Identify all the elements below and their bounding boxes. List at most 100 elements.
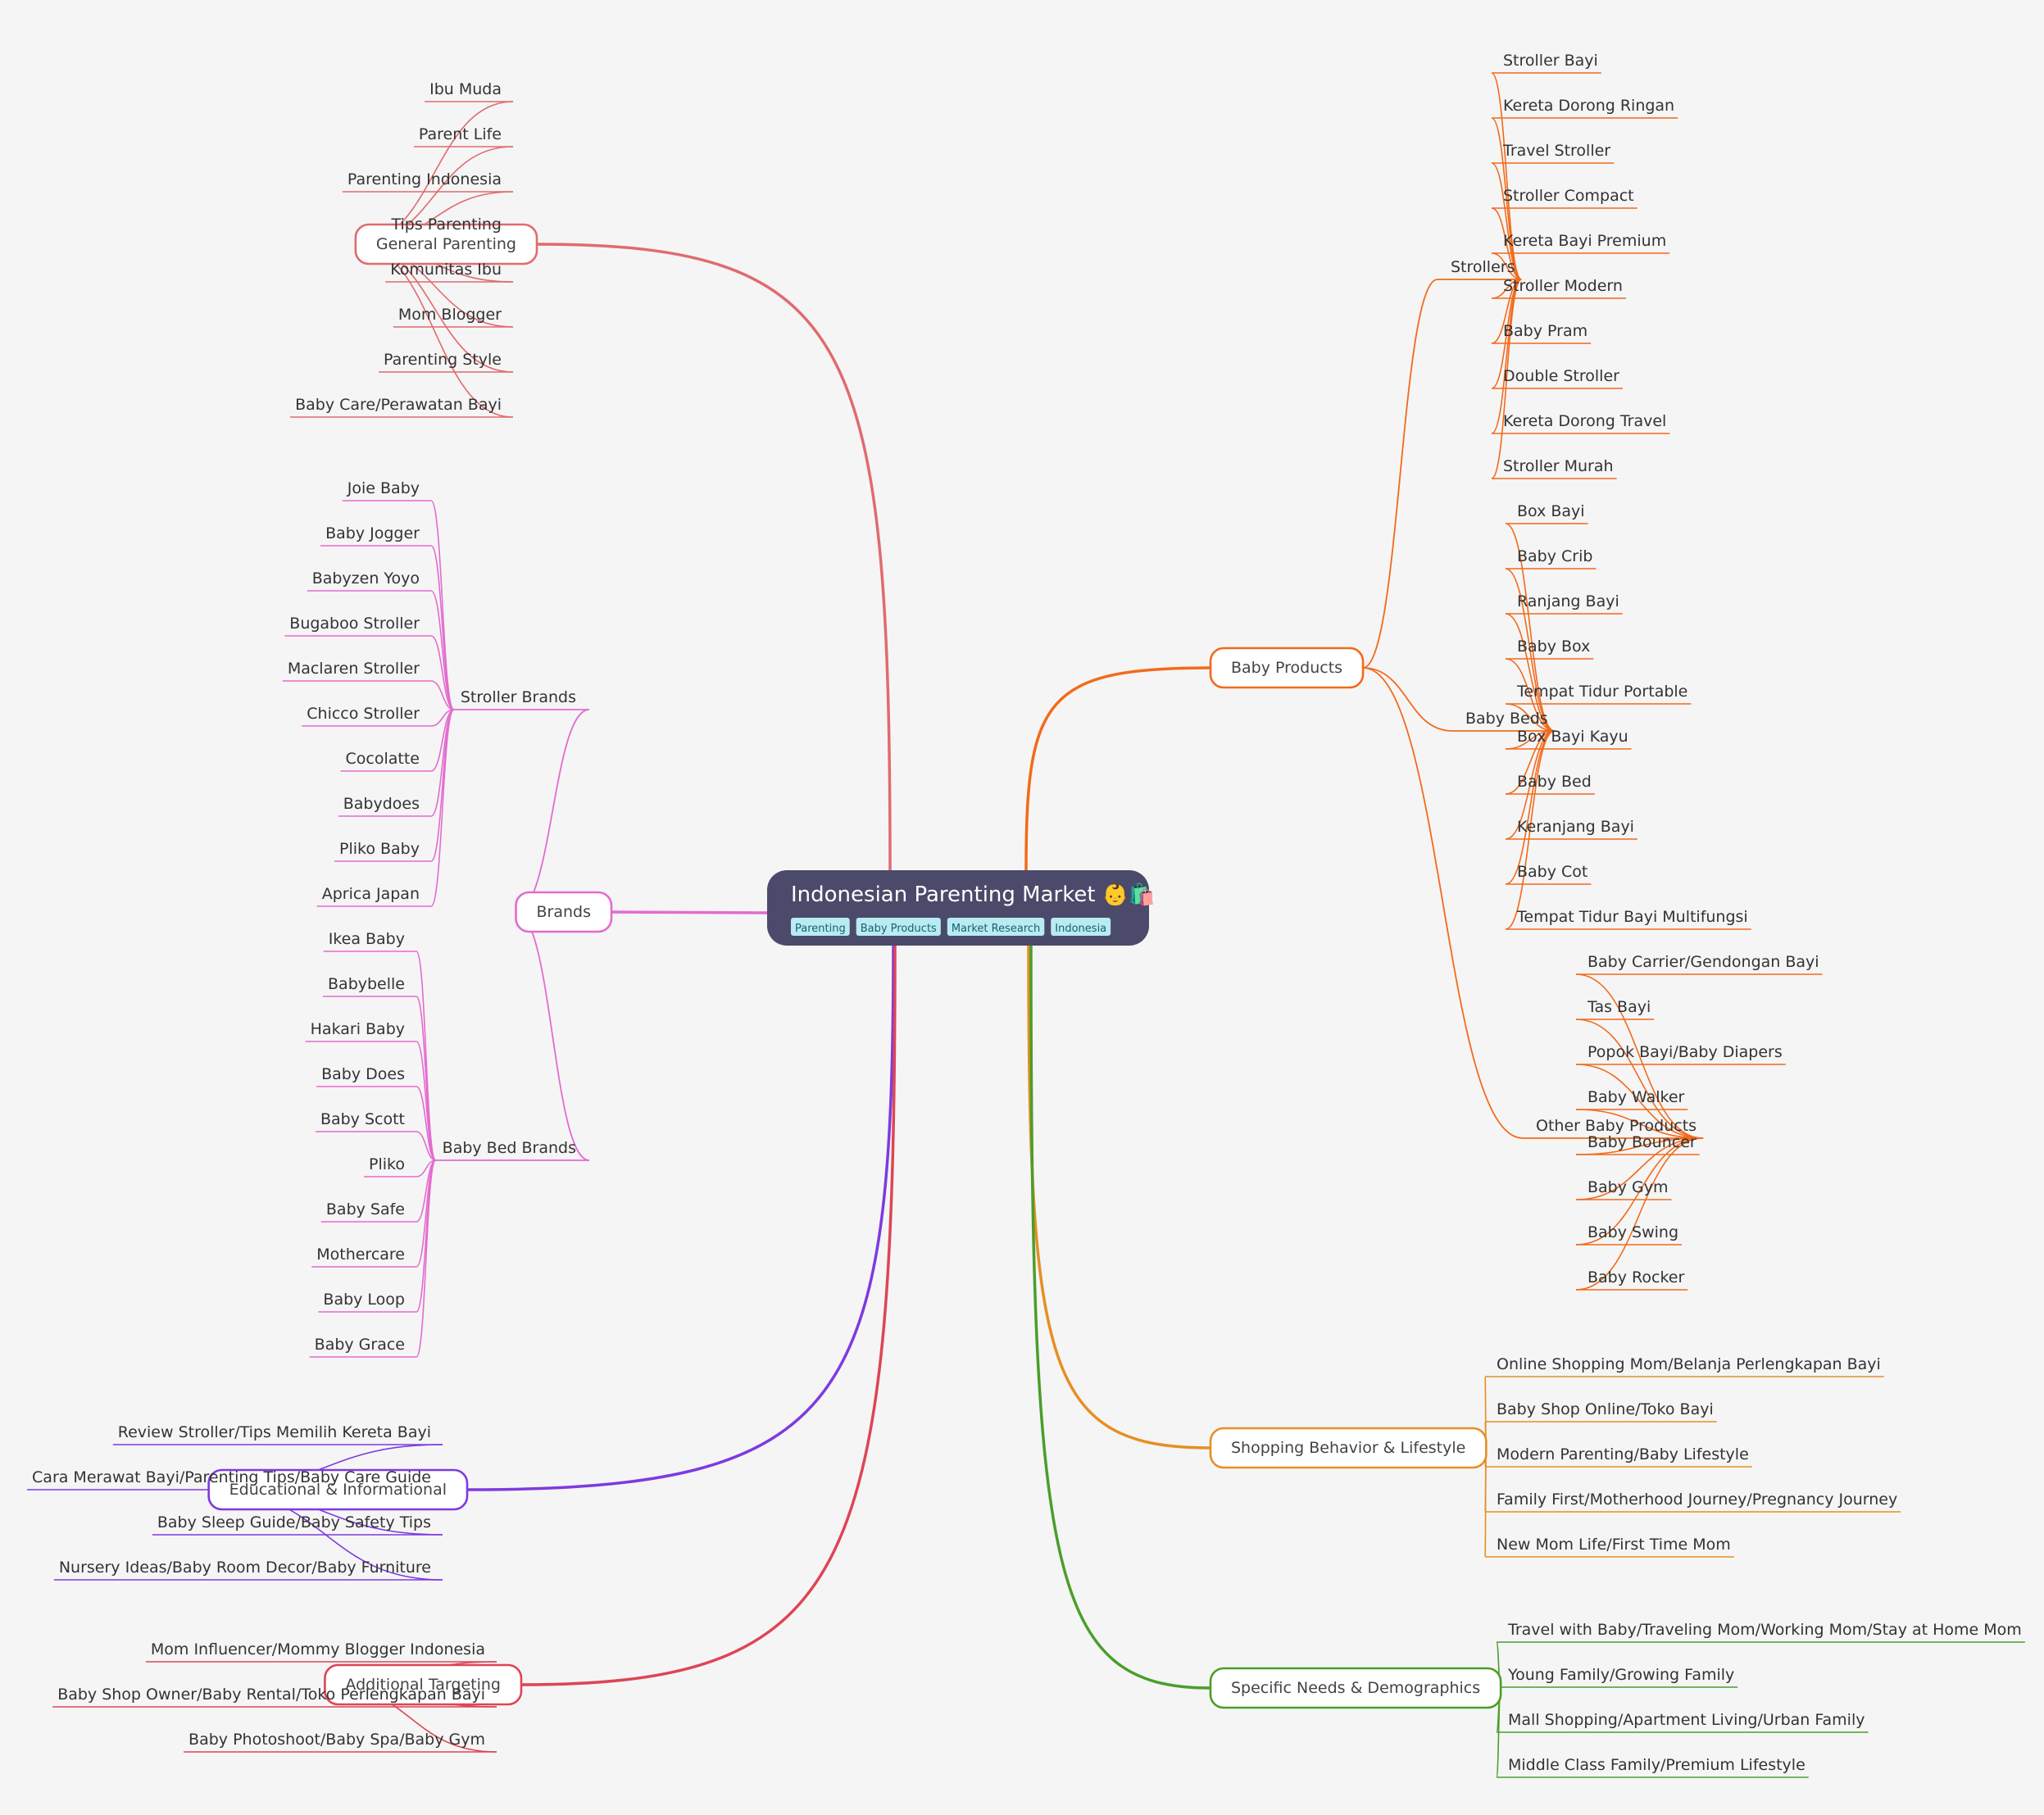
leaf-box-bayi-kayu-connector: [1505, 730, 1555, 750]
leaf-mall-shopping-apartment-living-urban-family: Mall Shopping/Apartment Living/Urban Fam…: [1508, 1711, 1865, 1729]
leaf-travel-stroller: Travel Stroller: [1502, 142, 1610, 160]
sub-other-baby-products-connector: [1363, 667, 1524, 1139]
branch-specific-needs-demographics-frame: [1209, 1667, 1502, 1709]
leaf-baby-bed-connector: [1505, 730, 1555, 795]
leaf-tempat-tidur-bayi-multifungsi-connector: [1505, 730, 1555, 930]
branch-general-parenting-label: General Parenting: [376, 235, 516, 253]
tag-label: Baby Products: [861, 923, 937, 935]
leaf-baby-cot: Baby Cot: [1517, 863, 1588, 881]
sub-stroller-brands-connector: [516, 709, 590, 913]
leaf-baby-grace: Baby Grace: [315, 1336, 405, 1354]
leaf-baby-grace-connector: [416, 1159, 437, 1358]
leaf-baby-bed: Baby Bed: [1517, 773, 1592, 791]
leaf-baby-safe: Baby Safe: [326, 1200, 405, 1218]
leaf-baby-pram: Baby Pram: [1503, 322, 1588, 340]
leaf-travel-stroller-connector: [1491, 162, 1522, 280]
branch-baby-products-frame: [1209, 647, 1365, 689]
leaf-baby-swing: Baby Swing: [1588, 1223, 1678, 1241]
branch-educational-informational-label: Educational & Informational: [229, 1481, 447, 1499]
sub-baby-bed-brands-connector: [516, 911, 590, 1161]
leaf-stroller-modern: Stroller Modern: [1503, 277, 1623, 295]
branch-educational-informational-frame: [207, 1468, 469, 1511]
leaf-babybelle-connector: [416, 996, 437, 1161]
leaf-baby-loop-connector: [416, 1159, 437, 1313]
tag-label: Parenting: [795, 923, 846, 935]
leaf-hakari-baby-connector: [416, 1041, 437, 1161]
leaf-online-shopping-mom-belanja-perlengkapan-bayi: Online Shopping Mom/Belanja Perlengkapan…: [1497, 1355, 1881, 1373]
leaf-baby-jogger: Baby Jogger: [325, 524, 420, 542]
leaf-double-stroller: Double Stroller: [1503, 367, 1619, 385]
leaf-tempat-tidur-bayi-multifungsi: Tempat Tidur Bayi Multifungsi: [1516, 908, 1748, 926]
leaf-cocolatte: Cocolatte: [346, 750, 420, 768]
branch-brands[interactable]: Brands: [515, 891, 613, 933]
leaf-pliko-baby-connector: [430, 709, 455, 862]
leaf-stroller-bayi-connector: [1491, 72, 1523, 280]
leaf-baby-does-connector: [416, 1086, 437, 1161]
leaf-box-bayi-connector: [1505, 523, 1555, 732]
leaf-stroller-compact: Stroller Compact: [1503, 187, 1634, 205]
branch-baby-products[interactable]: Baby Products: [1209, 647, 1365, 689]
leaf-parenting-style: Parenting Style: [384, 351, 502, 369]
leaf-kereta-bayi-premium-connector: [1491, 252, 1522, 280]
leaf-baby-scott: Baby Scott: [320, 1110, 405, 1128]
leaf-kereta-dorong-travel-connector: [1491, 279, 1522, 434]
leaf-babydoes: Babydoes: [343, 795, 420, 813]
sub-baby-bed-brands[interactable]: Baby Bed Brands: [443, 1139, 576, 1157]
leaf-baby-rocker: Baby Rocker: [1588, 1268, 1684, 1286]
sub-baby-beds-connector: [1363, 667, 1453, 732]
leaf-aprica-japan-connector: [430, 709, 455, 907]
branch-specific-needs-demographics-label: Specific Needs & Demographics: [1231, 1679, 1480, 1697]
sub-strollers[interactable]: Strollers: [1451, 258, 1515, 276]
leaf-baby-swing-connector: [1575, 1137, 1704, 1246]
sub-stroller-brands[interactable]: Stroller Brands: [461, 688, 576, 706]
leaf-keranjang-bayi: Keranjang Bayi: [1517, 818, 1634, 836]
branch-additional-targeting[interactable]: Additional Targeting: [324, 1663, 523, 1706]
branch-general-parenting[interactable]: General Parenting: [354, 223, 538, 265]
branch-specific-needs-demographics[interactable]: Specific Needs & Demographics: [1209, 1667, 1502, 1709]
sub-other-baby-products[interactable]: Other Baby Products: [1536, 1117, 1697, 1135]
leaf-stroller-murah-connector: [1491, 279, 1523, 479]
leaf-baby-loop: Baby Loop: [323, 1291, 405, 1309]
leaf-ikea-baby-connector: [416, 951, 437, 1161]
leaf-baby-photoshoot-baby-spa-baby-gym: Baby Photoshoot/Baby Spa/Baby Gym: [189, 1731, 485, 1749]
leaf-baby-shop-online-toko-bayi: Baby Shop Online/Toko Bayi: [1497, 1400, 1714, 1418]
sub-baby-beds[interactable]: Baby Beds: [1465, 710, 1548, 728]
leaf-pliko-baby: Pliko Baby: [339, 840, 420, 858]
leaf-popok-bayi-baby-diapers-connector: [1575, 1064, 1704, 1139]
leaf-baby-bouncer: Baby Bouncer: [1588, 1133, 1697, 1151]
leaf-stroller-bayi: Stroller Bayi: [1503, 52, 1598, 70]
leaf-ibu-muda: Ibu Muda: [429, 80, 502, 98]
leaf-baby-does: Baby Does: [321, 1065, 405, 1083]
branch-general-parenting-connector: [536, 243, 892, 871]
tag-label: Indonesia: [1055, 923, 1106, 935]
leaf-baby-care-perawatan-bayi: Baby Care/Perawatan Bayi: [295, 396, 502, 414]
leaf-tempat-tidur-portable: Tempat Tidur Portable: [1516, 683, 1687, 701]
branch-educational-informational[interactable]: Educational & Informational: [207, 1468, 469, 1511]
leaf-chicco-stroller: Chicco Stroller: [307, 705, 420, 723]
leaf-baby-sleep-guide-baby-safety-tips: Baby Sleep Guide/Baby Safety Tips: [157, 1513, 431, 1531]
leaf-ranjang-bayi: Ranjang Bayi: [1517, 592, 1619, 610]
leaf-maclaren-stroller-connector: [430, 680, 455, 710]
branch-baby-products-connector: [1024, 666, 1211, 871]
branch-general-parenting-frame: [354, 223, 538, 265]
tag-label: Market Research: [952, 923, 1040, 935]
leaf-baby-crib: Baby Crib: [1517, 547, 1592, 565]
tag-chip: [947, 918, 1045, 936]
leaf-travel-with-baby-traveling-mom-working-mom-stay-at-home-mom: Travel with Baby/Traveling Mom/Working M…: [1507, 1621, 2022, 1639]
leaf-baby-crib-connector: [1505, 568, 1555, 732]
leaf-mom-influencer-mommy-blogger-indonesia: Mom Influencer/Mommy Blogger Indonesia: [151, 1640, 485, 1658]
leaf-new-mom-life-first-time-mom: New Mom Life/First Time Mom: [1497, 1536, 1731, 1554]
leaf-ranjang-bayi-connector: [1505, 613, 1555, 732]
root-node[interactable]: Indonesian Parenting Market 👶🛍️ Parenting…: [767, 870, 1156, 946]
branch-shopping-behavior-lifestyle[interactable]: Shopping Behavior & Lifestyle: [1209, 1427, 1488, 1469]
leaf-baby-carrier-gendongan-bayi: Baby Carrier/Gendongan Bayi: [1588, 953, 1819, 971]
leaf-ikea-baby: Ikea Baby: [329, 930, 405, 948]
root-title: Indonesian Parenting Market 👶🛍️: [791, 882, 1156, 907]
leaf-mom-blogger: Mom Blogger: [398, 306, 502, 324]
tag-market-research: Market Research: [947, 918, 1045, 936]
branch-shopping-behavior-lifestyle-connector: [1027, 945, 1211, 1450]
leaf-baby-walker: Baby Walker: [1588, 1088, 1685, 1106]
branch-shopping-behavior-lifestyle-frame: [1209, 1427, 1488, 1469]
leaf-mothercare: Mothercare: [316, 1246, 405, 1264]
